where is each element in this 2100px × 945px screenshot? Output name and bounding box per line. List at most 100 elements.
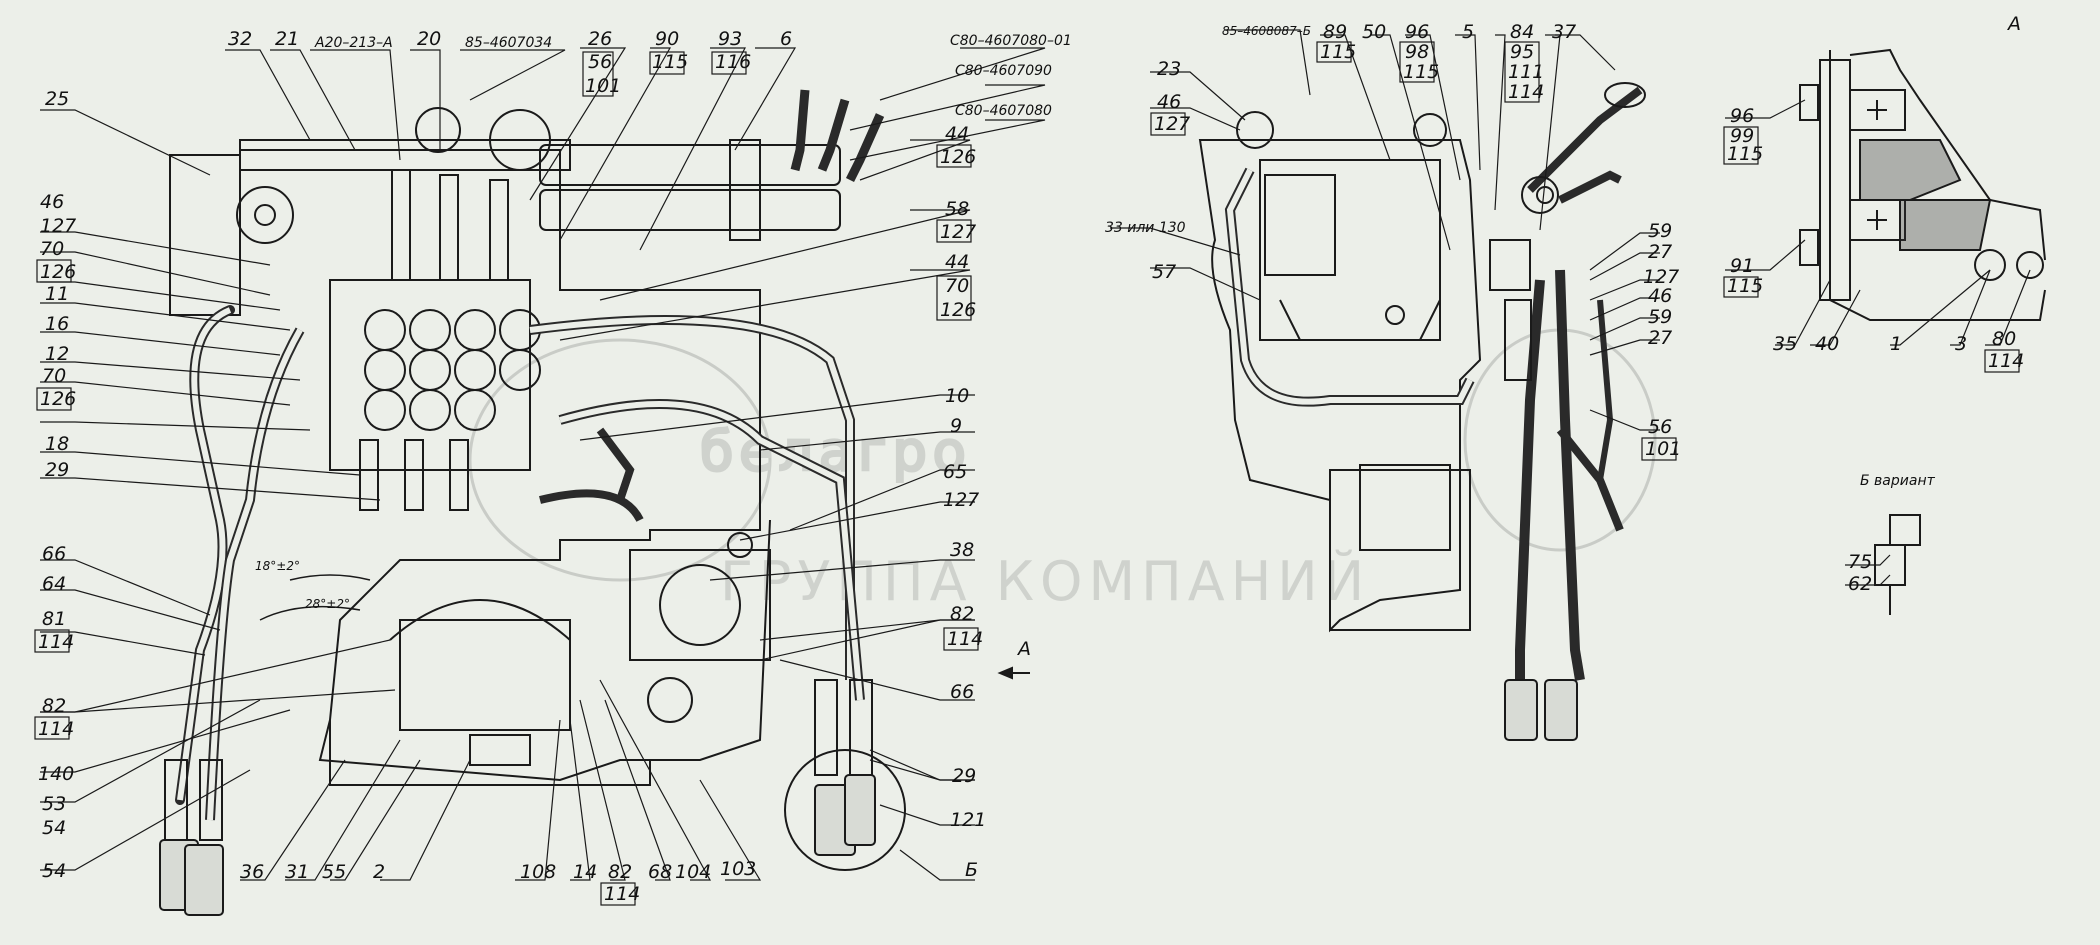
label-54-a: 54 [42,817,66,839]
label-59-b: 59 [1648,306,1672,328]
label-68: 68 [648,861,672,883]
label-115-e: 115 [1727,275,1763,297]
watermark-subtitle: ГРУППА КОМПАНИЙ [720,550,1370,613]
label-96-b: 96 [1730,105,1754,127]
label-46-c: 46 [1648,285,1672,307]
labels: А20–213–А 85–4607034 С80–4607080–01 С80–… [38,13,2024,905]
label-38: 38 [950,539,974,561]
label-91: 91 [1730,255,1754,277]
label-36: 36 [240,861,264,883]
label-116: 116 [715,51,751,73]
label-27-a: 27 [1648,241,1672,263]
label-1: 1 [1890,333,1902,355]
label-66-a: 66 [42,543,66,565]
label-80: 80 [1992,328,2016,350]
label-70-c: 70 [42,365,66,387]
label-56-b: 56 [1648,416,1672,438]
label-104: 104 [675,861,711,883]
label-95: 95 [1510,41,1534,63]
label-20: 20 [417,28,441,50]
label-27-b: 27 [1648,327,1672,349]
label-25: 25 [45,88,69,110]
label-14: 14 [573,861,597,883]
label-127-b: 127 [40,215,76,237]
label-82-b: 82 [608,861,632,883]
label-140: 140 [38,763,74,785]
label-29-a: 29 [45,459,69,481]
label-11: 11 [45,283,69,305]
label-99: 99 [1730,125,1754,147]
label-66-b: 66 [950,681,974,703]
label-40: 40 [1815,333,1839,355]
label-126-a: 126 [940,146,976,168]
label-93: 93 [718,28,742,50]
label-84: 84 [1510,21,1534,43]
label-2: 2 [373,861,385,883]
watermark: белагро ГРУППА КОМПАНИЙ [468,328,1657,613]
view-a [1799,48,2046,615]
label-96-a: 96 [1405,21,1429,43]
label-65: 65 [943,461,967,483]
label-50: 50 [1362,21,1386,43]
label-114-f: 114 [1988,350,2024,372]
label-111: 111 [1508,61,1544,83]
label-98: 98 [1405,41,1429,63]
label-46-b: 46 [1157,91,1181,113]
label-9: 9 [950,415,962,437]
label-37: 37 [1552,21,1576,43]
main-view [159,89,1030,916]
label-82-a: 82 [42,695,66,717]
label-114-d: 114 [947,628,983,650]
label-126-d: 126 [40,388,76,410]
label-115-b: 115 [1320,41,1356,63]
label-5: 5 [1462,21,1474,43]
label-boxes [34,41,2020,906]
label-3: 3 [1955,333,1967,355]
label-18: 18 [45,433,69,455]
label-10: 10 [945,385,969,407]
label-58: 58 [945,198,969,220]
label-115-top: 115 [652,51,688,73]
label-114-c: 114 [604,883,640,905]
leader-lines [40,29,2031,881]
label-44-a: 44 [945,123,969,145]
label-126-c: 126 [40,261,76,283]
label-32: 32 [228,28,252,50]
label-23: 23 [1157,58,1181,80]
label-70-a: 70 [945,275,969,297]
label-81: 81 [42,608,66,630]
label-108: 108 [520,861,556,883]
label-115-d: 115 [1727,143,1763,165]
code-85-4607034: 85–4607034 [465,35,552,51]
label-101-b: 101 [1645,438,1681,460]
code-85-4608087-b: 85–4608087–Б [1222,24,1311,38]
label-89: 89 [1323,21,1347,43]
view-a-title: А [2006,13,2021,35]
code-c80-4607080: С80–4607080 [955,103,1052,119]
label-64: 64 [42,573,66,595]
label-75: 75 [1848,551,1872,573]
label-114-a: 114 [38,631,74,653]
angle-18: 18°±2° [255,559,300,573]
label-103: 103 [720,858,756,880]
label-31: 31 [285,861,309,883]
angle-28: 28°±2° [305,597,350,611]
label-35: 35 [1773,333,1797,355]
label-126-b: 126 [940,299,976,321]
label-127-a: 127 [940,221,976,243]
label-114-e: 114 [1508,81,1544,103]
label-21: 21 [275,28,299,50]
label-53: 53 [42,793,66,815]
label-115-c: 115 [1403,61,1439,83]
side-view [1198,82,1646,741]
label-114-b: 114 [38,718,74,740]
label-54-b: 54 [42,860,66,882]
code-c80-4607080-01: С80–4607080–01 [950,33,1072,49]
label-12: 12 [45,343,69,365]
label-127-d: 127 [1154,113,1190,135]
code-alt-33-130: 33 или 130 [1105,220,1186,236]
label-59-a: 59 [1648,220,1672,242]
code-c80-4607090: С80–4607090 [955,63,1052,79]
label-55: 55 [322,861,346,883]
label-6: 6 [780,28,792,50]
